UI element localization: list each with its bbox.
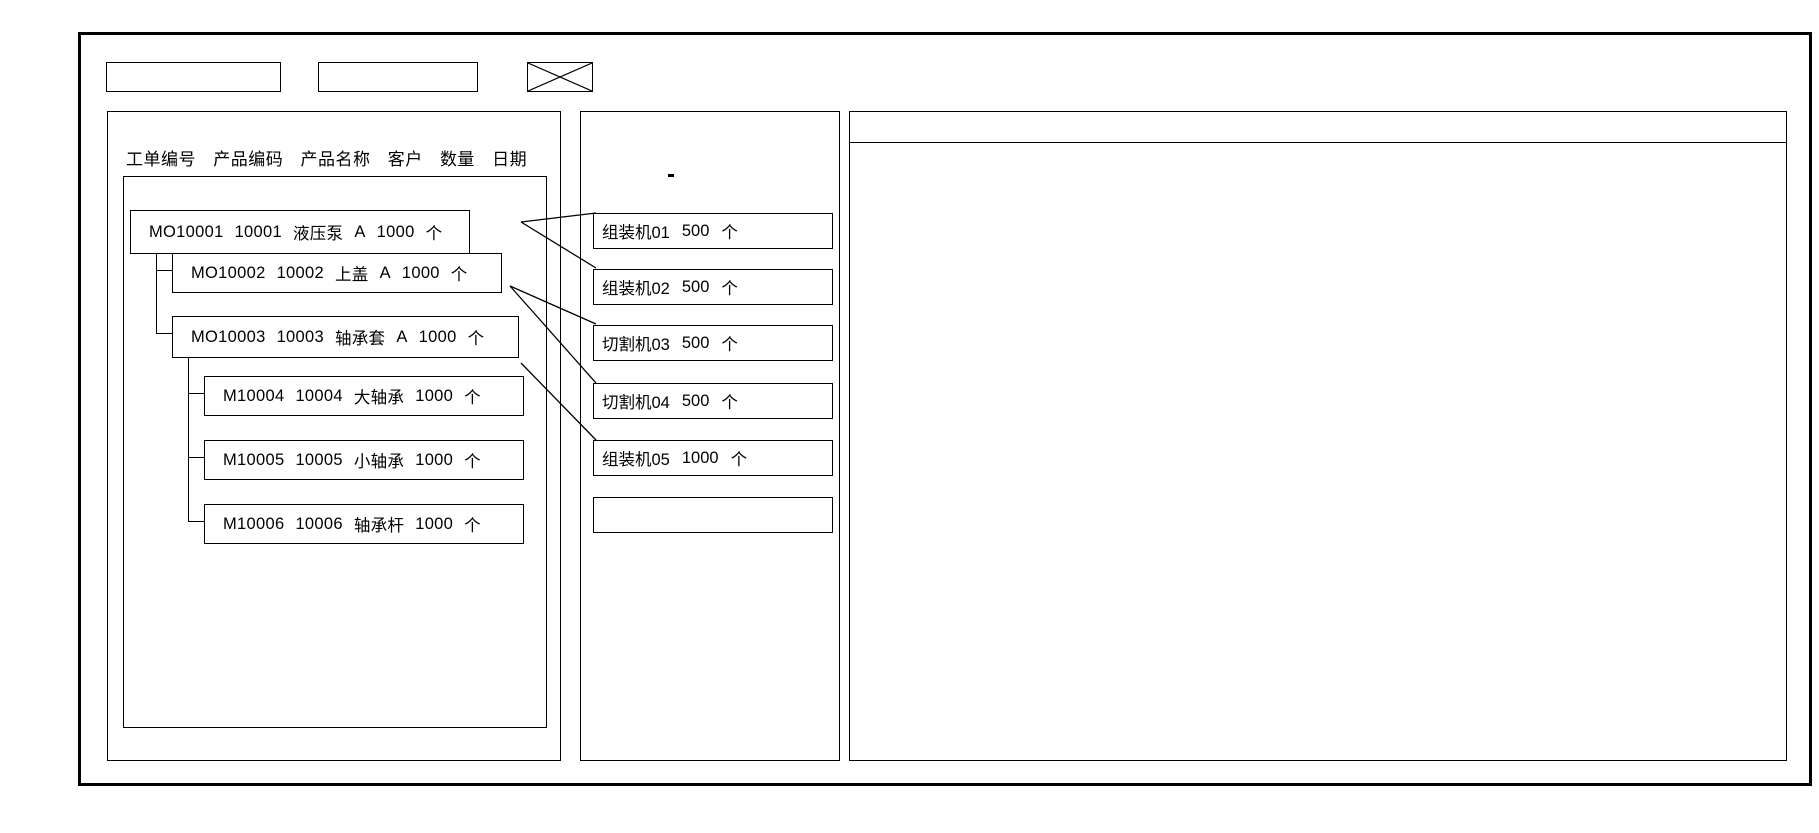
- process-unit: 个: [721, 280, 738, 298]
- cross-icon: [528, 63, 592, 91]
- process-qty: 500: [681, 391, 710, 410]
- column-header-customer: 客户: [387, 150, 423, 169]
- row-order-no: MO10003: [191, 327, 266, 346]
- row-order-no: M10005: [223, 450, 285, 469]
- process-machine: 切割机03: [602, 336, 670, 354]
- row-product-code: 10006: [295, 514, 343, 533]
- tree-row[interactable]: M10004 10004 大轴承 1000 个: [204, 376, 524, 416]
- toolbar-crossed-box[interactable]: [527, 62, 593, 92]
- toolbar-field-2[interactable]: [318, 62, 478, 92]
- tree-row[interactable]: M10006 10006 轴承杆 1000 个: [204, 504, 524, 544]
- column-header-order-no: 工单编号: [126, 150, 196, 169]
- row-order-no: MO10001: [149, 222, 224, 241]
- process-qty: 500: [681, 221, 710, 240]
- row-product-name: 轴承套: [334, 330, 386, 348]
- work-order-tree: MO10001 10001 液压泵 A 1000 个 MO10002 10002…: [123, 176, 547, 728]
- tree-elbow-sub-to-child3: [188, 334, 204, 522]
- row-qty: 1000: [401, 263, 440, 282]
- panel-marker-dot: [668, 174, 674, 177]
- row-order-no: MO10002: [191, 263, 266, 282]
- row-qty: 1000: [415, 514, 454, 533]
- process-item[interactable]: 组装机01 500 个: [593, 213, 833, 249]
- row-customer: A: [379, 263, 391, 282]
- row-qty: 1000: [415, 450, 454, 469]
- column-header-date: 日期: [492, 150, 528, 169]
- detail-panel-header: [850, 142, 1786, 143]
- process-item[interactable]: 切割机03 500 个: [593, 325, 833, 361]
- process-unit: 个: [721, 336, 738, 354]
- detail-panel: [849, 111, 1787, 761]
- process-unit: 个: [721, 224, 738, 242]
- row-product-code: 10005: [295, 450, 343, 469]
- process-qty: 500: [681, 333, 710, 352]
- process-machine: 组装机02: [602, 280, 670, 298]
- row-product-code: 10002: [276, 263, 324, 282]
- column-header-qty: 数量: [439, 150, 475, 169]
- toolbar-field-1[interactable]: [106, 62, 281, 92]
- process-item[interactable]: 组装机02 500 个: [593, 269, 833, 305]
- process-qty: 500: [681, 277, 710, 296]
- tree-row[interactable]: MO10003 10003 轴承套 A 1000 个: [172, 316, 519, 358]
- tree-row[interactable]: MO10002 10002 上盖 A 1000 个: [172, 253, 502, 293]
- row-customer: A: [354, 222, 366, 241]
- process-machine: 组装机01: [602, 224, 670, 242]
- tree-row[interactable]: M10005 10005 小轴承 1000 个: [204, 440, 524, 480]
- tree-elbow-root-to-child2: [156, 233, 172, 334]
- process-panel: 组装机01 500 个 组装机02 500 个 切割机03 500 个 切割机0…: [580, 111, 840, 761]
- work-order-column-headers: 工单编号 产品编码 产品名称 客户 数量 日期: [126, 145, 539, 170]
- process-unit: 个: [721, 394, 738, 412]
- row-qty: 1000: [376, 222, 415, 241]
- row-product-code: 10001: [234, 222, 282, 241]
- row-order-no: M10006: [223, 514, 285, 533]
- column-header-product-code: 产品编码: [213, 150, 284, 169]
- row-product-name: 轴承杆: [353, 517, 405, 535]
- work-order-panel: 工单编号 产品编码 产品名称 客户 数量 日期 MO10001 10001 液压…: [107, 111, 561, 761]
- row-customer: A: [396, 327, 408, 346]
- row-qty: 1000: [418, 327, 457, 346]
- process-machine: 切割机04: [602, 394, 670, 412]
- row-qty: 1000: [415, 386, 454, 405]
- app-window: 工单编号 产品编码 产品名称 客户 数量 日期 MO10001 10001 液压…: [78, 32, 1812, 786]
- process-item-empty[interactable]: [593, 497, 833, 533]
- row-product-code: 10004: [295, 386, 343, 405]
- process-qty: 1000: [681, 448, 719, 467]
- process-item[interactable]: 组装机05 1000 个: [593, 440, 833, 476]
- row-product-name: 液压泵: [292, 225, 344, 243]
- row-product-code: 10003: [276, 327, 324, 346]
- process-item[interactable]: 切割机04 500 个: [593, 383, 833, 419]
- row-unit: 个: [425, 225, 443, 243]
- row-unit: 个: [467, 330, 485, 348]
- column-header-product-name: 产品名称: [300, 150, 371, 169]
- row-order-no: M10004: [223, 386, 285, 405]
- row-product-name: 小轴承: [353, 453, 405, 471]
- tree-row[interactable]: MO10001 10001 液压泵 A 1000 个: [130, 210, 470, 254]
- row-unit: 个: [450, 266, 468, 284]
- row-product-name: 大轴承: [353, 389, 405, 407]
- row-unit: 个: [464, 453, 481, 471]
- row-unit: 个: [464, 517, 481, 535]
- process-machine: 组装机05: [602, 451, 670, 469]
- row-unit: 个: [464, 389, 481, 407]
- process-unit: 个: [730, 451, 748, 469]
- row-product-name: 上盖: [334, 266, 369, 284]
